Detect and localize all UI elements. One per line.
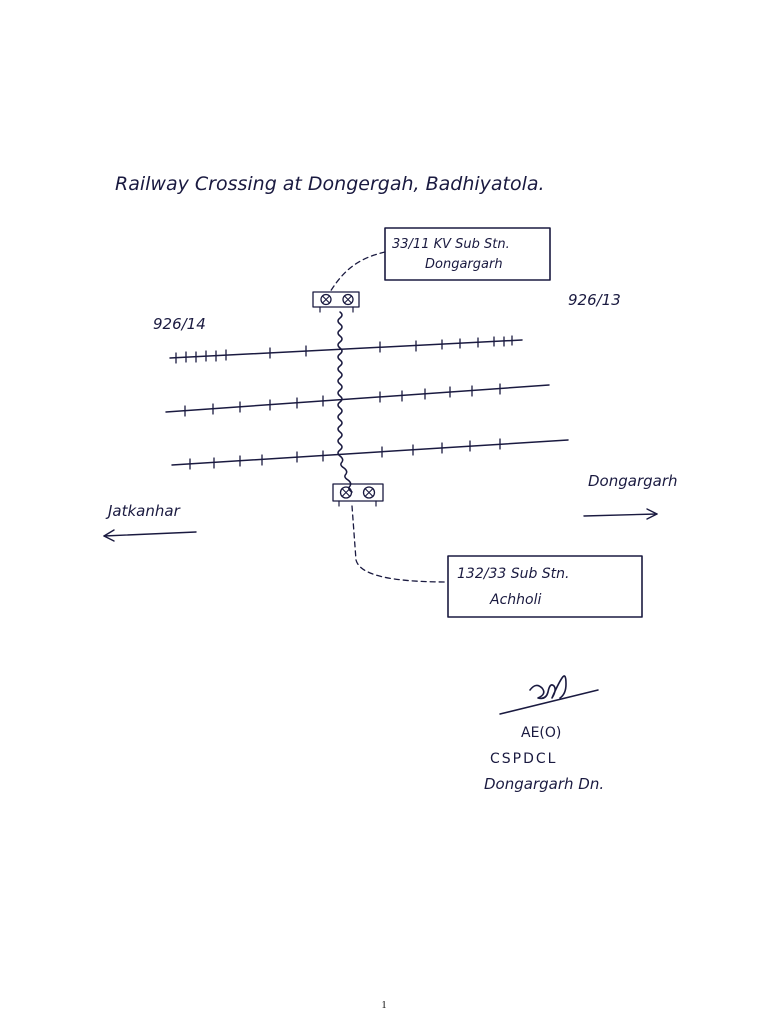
signature-mark [499,675,599,715]
substation-bottom-box [447,555,643,618]
right-arrow-icon [583,508,658,520]
top-pole-isolators [312,291,360,313]
pole-label-right: 926/13 [568,291,621,309]
signature-organisation: CSPDCL [490,751,557,767]
direction-right-label: Dongargarh [588,472,678,490]
pole-label-left: 926/14 [153,315,206,333]
railway-track-2 [165,383,550,417]
substation-top-line1: 33/11 KV Sub Stn. [392,237,510,252]
direction-left-label: Jatkanhar [105,502,181,520]
substation-bottom-line1: 132/33 Sub Stn. [457,566,570,582]
railway-track-1 [169,335,523,364]
signature-designation: AE(O) [521,725,561,741]
page-number: 1 [381,1000,387,1011]
signature-division: Dongargarh Dn. [484,775,604,793]
substation-top-box [384,227,551,281]
diagram-title: Railway Crossing at Dongergah, Badhiyato… [115,173,545,195]
left-arrow-icon [103,529,197,542]
bottom-pole-isolators [332,483,384,507]
substation-bottom-line2: Achholi [489,592,541,608]
bottom-feeder-dashed-line [351,505,449,583]
substation-top-line2: Dongargarh [425,257,503,272]
crossing-line-wavy [337,311,353,493]
railway-track-3 [171,438,569,470]
top-feeder-dashed-line [329,251,386,293]
